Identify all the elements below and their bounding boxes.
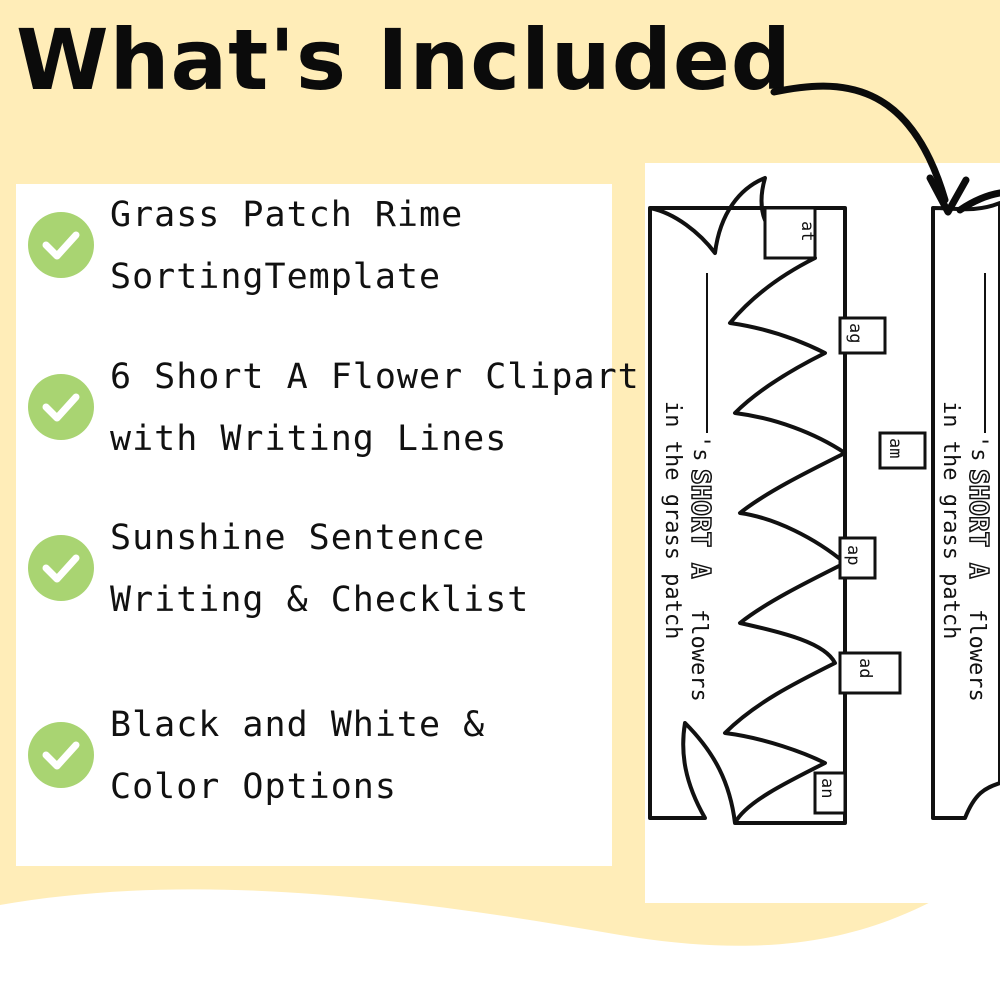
- checkmark-icon: [28, 722, 94, 788]
- grass-patch-illustration: [648, 176, 1000, 825]
- feature-line-2: SortingTemplate: [110, 257, 442, 297]
- feature-text: Grass Patch Rime SortingTemplate: [110, 184, 463, 308]
- curved-arrow-icon: [770, 82, 1000, 216]
- rime-label: ap: [843, 545, 863, 566]
- rime-label: am: [885, 438, 905, 459]
- feature-line-1: Black and White &: [110, 705, 486, 745]
- feature-item: Grass Patch Rime SortingTemplate: [28, 184, 463, 308]
- feature-line-1: Grass Patch Rime: [110, 195, 464, 235]
- features-list-panel: Grass Patch Rime SortingTemplate 6 Short…: [16, 184, 639, 866]
- feature-item: 6 Short A Flower Clipart with Writing Li…: [28, 346, 640, 470]
- feature-item: Sunshine Sentence Writing & Checklist: [28, 507, 529, 631]
- worksheet-heading-tail: flowers: [686, 609, 711, 702]
- rime-label: an: [817, 778, 837, 799]
- feature-item: Black and White & Color Options: [28, 694, 485, 818]
- feature-line-1: 6 Short A Flower Clipart: [110, 357, 640, 397]
- feature-text: 6 Short A Flower Clipart with Writing Li…: [110, 346, 640, 470]
- worksheet-heading-suffix: 's: [688, 435, 713, 462]
- page-title: What's Included: [16, 11, 792, 109]
- worksheet-heading-suffix: 's: [966, 435, 991, 462]
- feature-line-2: with Writing Lines: [110, 419, 508, 459]
- worksheet-heading-emphasis: SHORT A: [962, 468, 994, 579]
- worksheet-heading-tail: flowers: [964, 609, 989, 702]
- rime-label: ag: [845, 323, 865, 344]
- feature-line-2: Writing & Checklist: [110, 580, 530, 620]
- checkmark-icon: [28, 374, 94, 440]
- worksheet-preview: at ag am ap ad an 's SHORT A flowers in …: [645, 163, 1000, 903]
- worksheet-heading-emphasis: SHORT A: [684, 468, 716, 579]
- feature-text: Sunshine Sentence Writing & Checklist: [110, 507, 529, 631]
- feature-line-1: Sunshine Sentence: [110, 518, 486, 558]
- feature-line-2: Color Options: [110, 767, 397, 807]
- checkmark-icon: [28, 535, 94, 601]
- worksheet-subheading: in the grass patch: [660, 401, 685, 640]
- worksheet-subheading: in the grass patch: [938, 401, 963, 640]
- checkmark-icon: [28, 212, 94, 278]
- feature-text: Black and White & Color Options: [110, 694, 485, 818]
- rime-label: ad: [855, 658, 875, 679]
